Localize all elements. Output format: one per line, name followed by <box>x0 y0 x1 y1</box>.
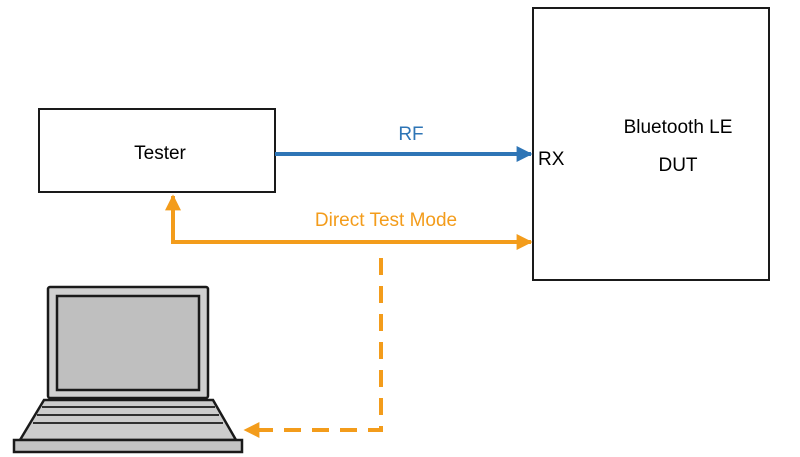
dtm-arrow <box>165 194 533 250</box>
tester-node: Tester <box>38 108 276 193</box>
laptop-connector <box>243 258 383 438</box>
laptop-icon <box>12 285 244 454</box>
tester-box <box>38 108 276 193</box>
dtm-connector: Direct Test Mode <box>165 194 533 250</box>
laptop-dashed-arrow <box>243 258 383 438</box>
dtm-label: Direct Test Mode <box>315 210 457 231</box>
laptop-base <box>12 438 244 454</box>
tester-label: Tester <box>134 143 186 164</box>
laptop-keyboard-row <box>33 406 223 424</box>
dut-node: Bluetooth LE DUT RX <box>532 7 770 281</box>
rf-connector: RF <box>275 124 533 162</box>
laptop-keyboard-deck <box>17 398 239 442</box>
dut-label-line1: Bluetooth LE <box>624 117 733 138</box>
rf-label: RF <box>398 124 423 145</box>
dut-label-line2: DUT <box>658 155 697 176</box>
laptop-screen <box>55 294 201 392</box>
dut-box <box>532 7 770 281</box>
rx-port-label: RX <box>538 149 565 170</box>
